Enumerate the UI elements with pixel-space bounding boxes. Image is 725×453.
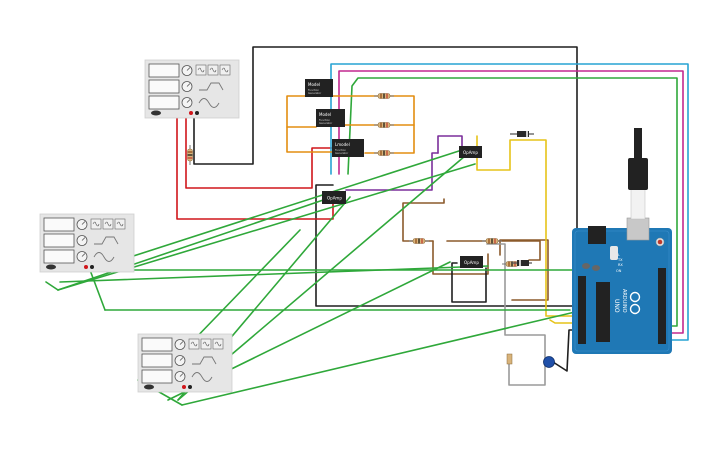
resistor[interactable] (374, 93, 394, 99)
wire-green-loop[interactable] (347, 77, 678, 327)
function-generator-bottom[interactable] (137, 333, 233, 393)
module-middle[interactable]: Model Function Generator (316, 109, 345, 127)
wire-brown-1[interactable] (402, 198, 445, 242)
power-switch[interactable] (46, 264, 56, 270)
opamp-left[interactable]: OpAmp (322, 191, 346, 204)
diode-bottom[interactable] (512, 260, 532, 266)
svg-text:Model: Model (308, 82, 320, 87)
resistor[interactable] (409, 238, 429, 244)
svg-text:RX: RX (618, 263, 623, 267)
wire-gray-pot[interactable] (486, 243, 546, 386)
svg-text:OpAmp: OpAmp (463, 150, 478, 155)
wire-green-1[interactable] (57, 194, 339, 291)
usb-port (626, 217, 650, 241)
resistor[interactable] (482, 238, 502, 244)
wire-green-5[interactable] (59, 265, 489, 283)
wire-magenta[interactable] (338, 70, 684, 334)
resistor[interactable] (374, 122, 394, 128)
svg-text:Function: Function (319, 118, 330, 122)
wire-green-6[interactable] (89, 269, 106, 311)
wire-brown-4[interactable] (499, 239, 549, 301)
svg-text:Generator: Generator (319, 121, 333, 125)
wire-brown-2[interactable] (432, 240, 489, 275)
svg-text:L: L (618, 253, 620, 257)
power-switch[interactable] (144, 384, 154, 390)
power-jack (588, 226, 606, 244)
potentiometer[interactable] (506, 353, 555, 368)
wire-purple-1[interactable] (345, 152, 439, 191)
resistor[interactable] (187, 145, 193, 165)
wire-orange-1[interactable] (286, 95, 333, 153)
svg-text:OpAmp: OpAmp (327, 196, 342, 201)
svg-text:OpAmp: OpAmp (464, 260, 479, 265)
wire-green-14[interactable] (45, 281, 59, 291)
atmega-chip (596, 282, 610, 342)
svg-text:ARDUINO: ARDUINO (621, 289, 627, 313)
wire-black-bottom[interactable] (315, 184, 585, 307)
svg-text:Lmodel: Lmodel (335, 142, 350, 147)
usb-cable[interactable] (630, 185, 646, 220)
wire-red-lower[interactable] (176, 113, 334, 220)
arduino-uno[interactable]: ARDUINO UNO ON L TX RX (572, 128, 672, 354)
wire-green-11[interactable] (181, 311, 576, 406)
function-generator-top[interactable] (144, 59, 240, 119)
wire-yellow-1[interactable] (476, 135, 578, 317)
wire-black-opamp2[interactable] (451, 262, 487, 303)
svg-text:UNO: UNO (613, 299, 620, 313)
diode-top[interactable] (510, 131, 534, 137)
wire-cyan[interactable] (330, 63, 689, 341)
wire-yellow-2[interactable] (549, 319, 578, 324)
wire-purple-2[interactable] (437, 135, 463, 154)
svg-text:Generator: Generator (335, 151, 349, 155)
svg-text:Function: Function (308, 88, 319, 92)
opamp-bottom-right[interactable]: OpAmp (460, 256, 483, 268)
power-switch[interactable] (151, 110, 161, 116)
resistor[interactable] (374, 150, 394, 156)
wire-green-3[interactable] (89, 149, 463, 271)
svg-text:Model: Model (319, 112, 331, 117)
function-generator-middle[interactable] (39, 213, 135, 273)
svg-text:Function: Function (335, 148, 346, 152)
svg-text:TX: TX (617, 258, 623, 262)
module-bottom[interactable]: Lmodel Function Generator (332, 139, 364, 157)
svg-text:ON: ON (616, 269, 622, 273)
svg-text:Generator: Generator (308, 91, 322, 95)
opamp-top-right[interactable]: OpAmp (459, 146, 482, 158)
module-top[interactable]: Model Function Generator (305, 79, 333, 97)
wire-red-upper[interactable] (185, 113, 344, 189)
